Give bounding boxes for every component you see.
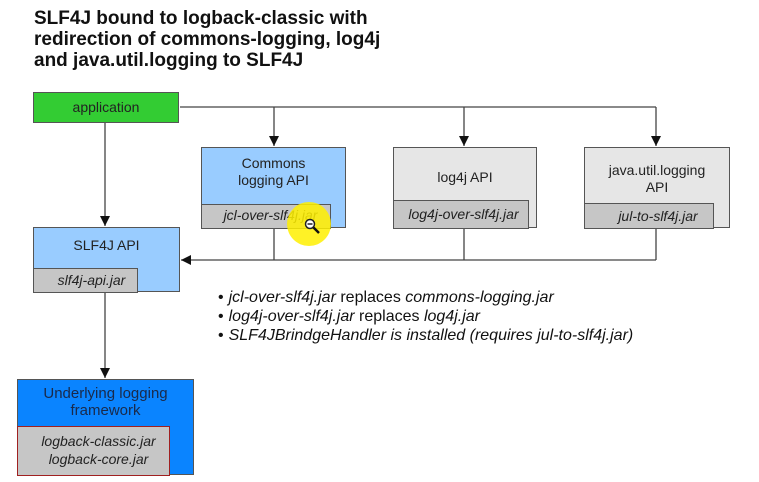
- note-italic: commons-logging.jar: [405, 289, 554, 306]
- label-line: log4j API: [437, 169, 493, 185]
- log4j-over-slf4j-jar: log4j-over-slf4j.jar: [393, 200, 529, 229]
- label-line: Commons: [241, 155, 306, 171]
- commons-logging-api-node: Commons logging API jcl-over-slf4j.jar: [201, 147, 346, 229]
- label-line: Underlying logging: [43, 385, 168, 402]
- underlying-label: Underlying logging framework: [18, 385, 193, 419]
- note-item: SLF4JBrindgeHandler is installed (requir…: [218, 326, 634, 345]
- label-line: java.util.logging: [608, 162, 706, 178]
- application-node: application: [33, 92, 179, 123]
- label-line: logging API: [238, 172, 309, 188]
- log4j-label: log4j API: [394, 169, 536, 186]
- note-plain: replaces: [354, 308, 424, 325]
- jul-label: java.util.logging API: [585, 162, 729, 196]
- note-italic: log4j.jar: [423, 308, 480, 325]
- underlying-framework-node: Underlying logging framework logback-cla…: [17, 379, 194, 476]
- diagram-title: SLF4J bound to logback-classic with redi…: [34, 8, 380, 71]
- note-italic: log4j-over-slf4j.jar: [228, 308, 355, 325]
- cursor-highlight: [287, 202, 331, 246]
- jul-api-node: java.util.logging API jul-to-slf4j.jar: [584, 147, 730, 229]
- logback-jars: logback-classic.jar logback-core.jar: [17, 426, 170, 476]
- application-label: application: [72, 99, 140, 115]
- title-line: redirection of commons-logging, log4j: [34, 29, 381, 50]
- note-italic: jcl-over-slf4j.jar: [228, 289, 336, 306]
- slf4j-api-node: SLF4J API slf4j-api.jar: [33, 227, 180, 293]
- logback-core-jar: logback-core.jar: [48, 451, 149, 467]
- jul-to-slf4j-jar: jul-to-slf4j.jar: [584, 203, 714, 229]
- zoom-out-icon: [304, 218, 320, 234]
- log4j-api-node: log4j API log4j-over-slf4j.jar: [393, 147, 537, 229]
- label-line: API: [645, 179, 669, 195]
- title-line: and java.util.logging to SLF4J: [34, 50, 304, 71]
- note-item: log4j-over-slf4j.jar replaces log4j.jar: [218, 307, 633, 326]
- logback-classic-jar: logback-classic.jar: [41, 433, 156, 449]
- label-line: SLF4J API: [73, 237, 140, 253]
- commons-logging-label: Commons logging API: [202, 155, 345, 189]
- label-line: framework: [70, 402, 141, 419]
- note-item: jcl-over-slf4j.jar replaces commons-logg…: [218, 288, 633, 307]
- slf4j-api-jar: slf4j-api.jar: [33, 268, 138, 293]
- note-italic: SLF4JBrindgeHandler is installed (requir…: [228, 327, 634, 344]
- slf4j-api-label: SLF4J API: [34, 237, 179, 254]
- note-plain: replaces: [335, 289, 406, 306]
- notes-list: jcl-over-slf4j.jar replaces commons-logg…: [218, 288, 634, 345]
- title-line: SLF4J bound to logback-classic with: [34, 8, 368, 29]
